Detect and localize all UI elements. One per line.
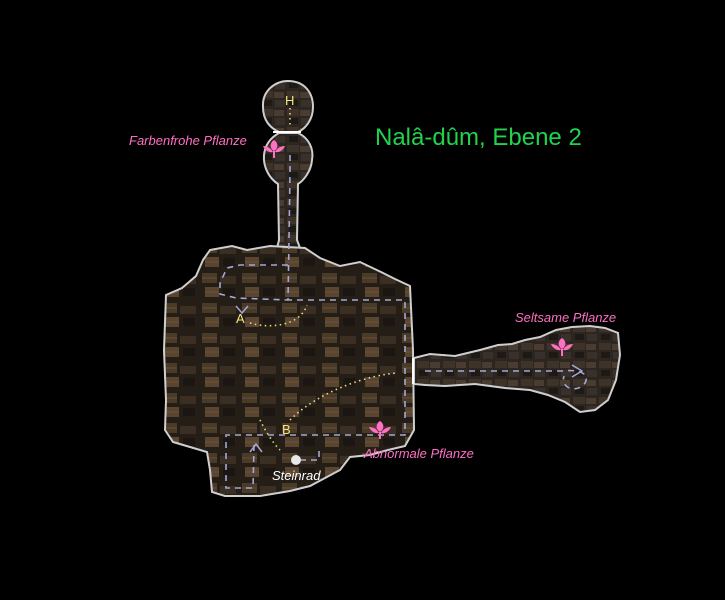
marker-a[interactable]: A <box>236 311 245 326</box>
marker-b[interactable]: B <box>282 422 291 437</box>
arrow-up-icon <box>249 442 263 453</box>
marker-h[interactable]: H <box>285 93 295 108</box>
main-chamber <box>162 244 416 497</box>
walking-route <box>219 155 587 489</box>
secret-passages <box>249 108 398 451</box>
plant-icon[interactable] <box>367 418 393 440</box>
plant-label-seltsame: Seltsame Pflanze <box>515 310 617 325</box>
map-title: Nalâ-dûm, Ebene 2 <box>375 124 582 151</box>
wheel-icon[interactable] <box>291 455 301 465</box>
tower-top-room <box>261 79 315 133</box>
steinrad-label: Steinrad <box>272 468 321 483</box>
plant-icon[interactable] <box>549 335 575 357</box>
arrow-down-icon <box>235 305 249 315</box>
plant-label-farbenfrohe: Farbenfrohe Pflanze <box>129 133 247 148</box>
plant-label-abnormale: Abnormale Pflanze <box>364 446 474 461</box>
east-corridor <box>413 324 622 414</box>
plant-icon[interactable] <box>261 137 287 159</box>
arrow-east-icon <box>571 364 584 378</box>
